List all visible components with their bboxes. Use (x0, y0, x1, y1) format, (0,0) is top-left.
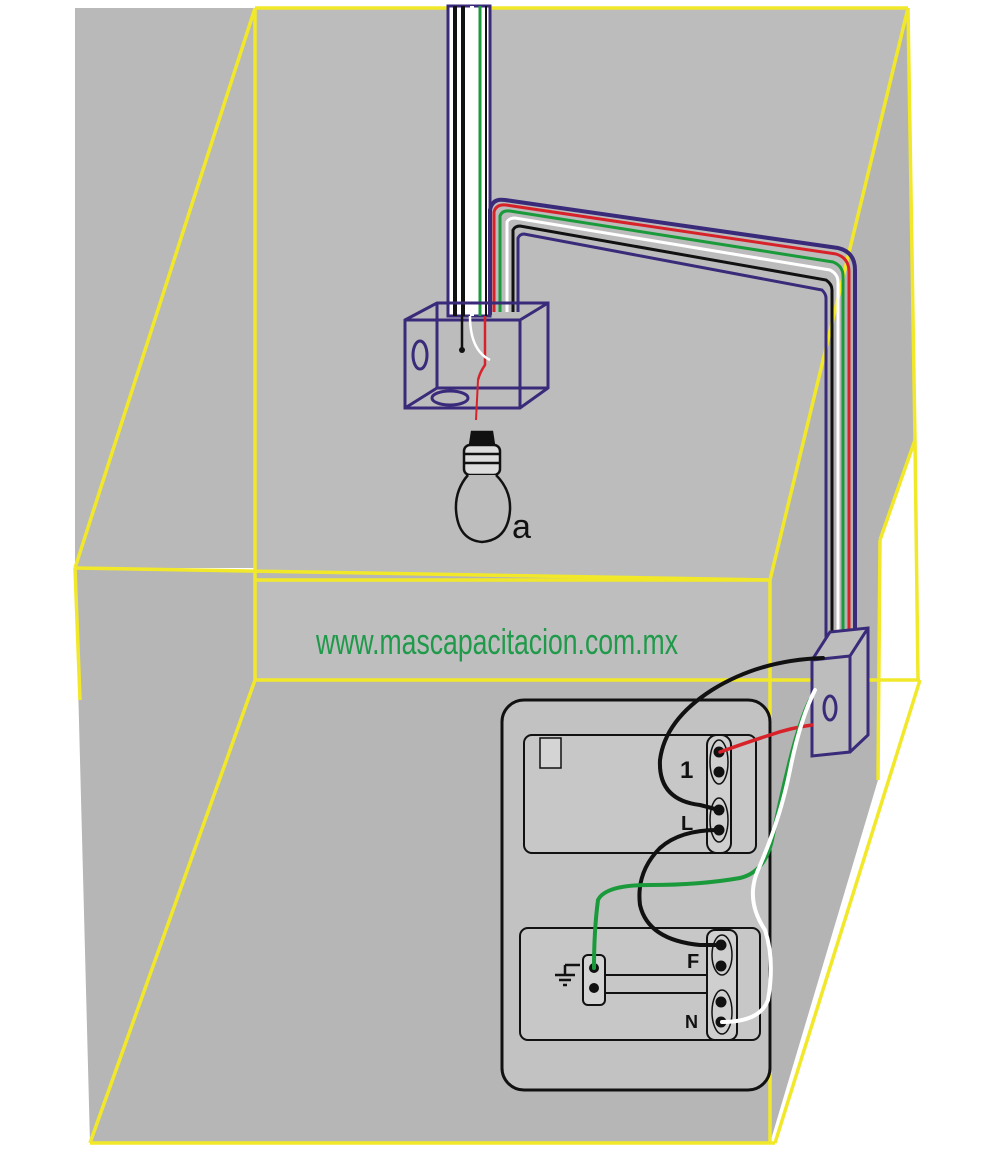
lightbulb-icon (454, 430, 512, 544)
ceiling-conduit (446, 4, 492, 318)
watermark-url: www.mascapacitacion.com.mx (315, 621, 678, 662)
terminal-label-1: 1 (680, 757, 693, 784)
back-wall (255, 8, 908, 580)
ground-symbol-icon (555, 963, 580, 987)
terminal-label-n: N (685, 1012, 698, 1032)
switch-drop-wires (592, 656, 825, 1024)
wall-switch-box (810, 626, 870, 758)
terminal-label-f: F (687, 951, 699, 973)
terminal-label-l: L (681, 813, 693, 835)
lamp-feed-wires (459, 315, 491, 421)
room-edges (73, 6, 922, 1145)
ceiling-junction-box (403, 301, 550, 410)
overhead-conduit (488, 197, 857, 640)
lamp-label: a (512, 508, 531, 546)
device-plate (500, 698, 772, 1092)
lower-band (255, 580, 770, 680)
